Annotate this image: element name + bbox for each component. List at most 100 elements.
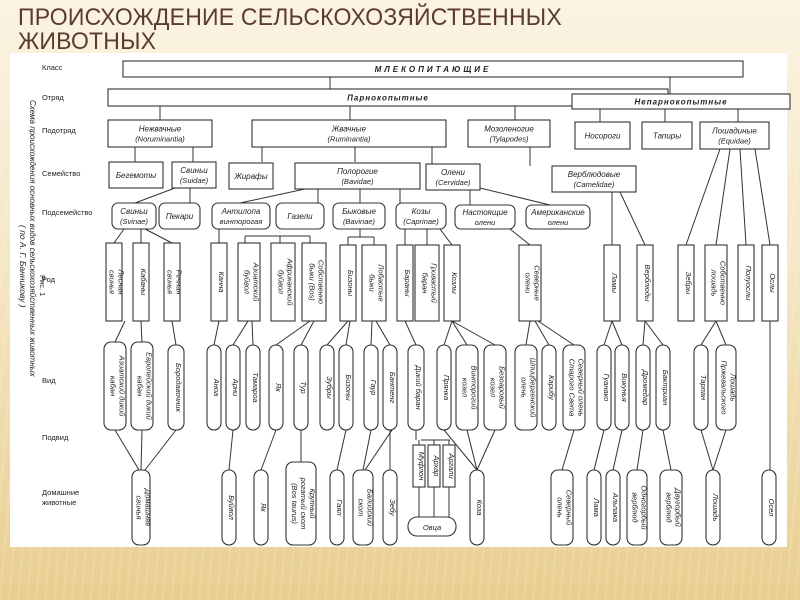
family-camelidae xyxy=(551,165,637,193)
suborder-ruminantia xyxy=(251,119,447,148)
connector-line xyxy=(525,320,531,346)
subfamily-truedeer xyxy=(454,204,516,230)
family-cervidae-latin: (Cervidae) xyxy=(435,178,471,187)
domestic-box-label: Гаял xyxy=(335,499,344,516)
connector-line xyxy=(260,429,277,471)
connector-line xyxy=(636,429,644,471)
connector-line xyxy=(439,228,453,246)
domestic-box-label: верблюд xyxy=(631,492,640,522)
subfamily-peccary xyxy=(158,202,201,230)
domestic-box-label: верблюд xyxy=(665,492,674,522)
species-box-label: Пржевальского xyxy=(720,360,729,414)
family-bovidae-label: Полорогие xyxy=(337,167,378,176)
family-cervidae xyxy=(425,163,481,191)
class-box-label: МЛЕКОПИТАЮЩИЕ xyxy=(375,65,492,74)
species-box-label: кабан xyxy=(136,376,145,396)
species-box-label: Викунья xyxy=(620,373,629,402)
species-box-label: Дикий баран xyxy=(414,364,423,409)
domestic-box-label: Одногорбый xyxy=(640,485,649,530)
connector-line xyxy=(466,429,478,471)
species-box-label: козел xyxy=(489,378,498,398)
order-perissodactyla-label: Непарнокопытные xyxy=(634,98,727,107)
species-box-label: Зубры xyxy=(325,376,334,399)
suborder-tapir-label: Тапиры xyxy=(653,132,681,141)
suborder-rhino-label: Носороги xyxy=(585,132,622,141)
suborder-tapir xyxy=(641,121,693,150)
connector-line xyxy=(662,429,672,471)
genus-box-label: Ламы xyxy=(610,272,619,293)
species-box-label: Тамароа xyxy=(251,372,260,402)
connector-line xyxy=(114,320,126,343)
domestic-box-label: рогатый скот xyxy=(299,477,308,530)
domestic-box-label: Балийский xyxy=(366,489,375,527)
title-line-2: ЖИВОТНЫХ xyxy=(18,26,157,55)
species-box-label: Европейский дикий xyxy=(145,352,154,420)
connector-line xyxy=(370,320,373,346)
species-box-label: Карибу xyxy=(547,375,556,401)
species-box-label: Тур xyxy=(299,381,308,393)
genus-box xyxy=(301,242,327,322)
species-box-label: кабан xyxy=(109,376,118,396)
species-box-label: Шпицбергенский xyxy=(529,358,538,418)
connector-line xyxy=(700,320,717,346)
connector-line xyxy=(140,320,143,343)
family-bovidae-latin: (Bavidae) xyxy=(341,177,374,186)
subfamily-peccary-label: Пекари xyxy=(166,212,194,221)
species-box-label: олень xyxy=(520,377,529,398)
genus-box-label: Зебры xyxy=(684,272,693,295)
domestic-box-label: Буйвол xyxy=(227,495,236,520)
genus-box-label: буйвол xyxy=(243,270,252,295)
family-suidae-latin: (Suidae) xyxy=(180,176,209,185)
domestic-box-label: Крупный xyxy=(308,488,317,519)
species-box-label: Лошадь xyxy=(729,373,738,402)
rank-label: Вид xyxy=(42,376,56,385)
connector-line xyxy=(534,320,550,346)
suborder-nonruminantia-label: Нежвачные xyxy=(139,125,182,134)
rank-label: Подотряд xyxy=(42,126,76,135)
genus-box-label: свинья xyxy=(166,270,175,294)
subfamily-amerdeer-label: Американские xyxy=(530,208,585,217)
connector-line xyxy=(712,429,727,471)
connector-line xyxy=(228,429,234,471)
suborder-nonruminantia-latin: (Noruminantia) xyxy=(135,135,185,144)
species-box-label: козел xyxy=(461,378,470,398)
species-box-label: Северный олень xyxy=(577,358,586,416)
family-suidae-label: Свиньи xyxy=(180,166,208,175)
genus-box-label: Кабаны xyxy=(139,269,148,296)
genus-box xyxy=(270,242,296,322)
subspecies-box-label: Архар xyxy=(432,455,441,477)
caption-line-2: ( по А. Г. Банникову ) xyxy=(18,225,28,308)
subfamily-amerdeer xyxy=(525,204,591,230)
species-box-label: Гуанако xyxy=(602,374,611,402)
suborder-equidae xyxy=(699,121,770,150)
family-giraffe-label: Жирафы xyxy=(233,172,267,181)
species-box-label: Бизоны xyxy=(344,374,353,401)
connector-line xyxy=(451,320,496,346)
suborder-equidae-label: Лошадиные xyxy=(711,127,757,136)
domestic-box xyxy=(761,469,777,546)
connector-line xyxy=(213,320,220,346)
genus-box-label: Собственно xyxy=(719,261,728,305)
genus-box-label: Азиатский xyxy=(252,262,261,302)
subfamily-truedeer-latin: олени xyxy=(475,218,497,227)
connector-line xyxy=(561,429,575,471)
genus-box-label: Бараны xyxy=(403,269,412,297)
connector-line xyxy=(476,429,496,471)
genus-box-label: Полуослы xyxy=(744,265,753,300)
genus-box-label: Канна xyxy=(217,271,226,292)
domestic-box-label: Як xyxy=(259,502,268,512)
species-box-label: Старого Света xyxy=(568,359,577,417)
rank-label: Подсемейство xyxy=(42,208,92,217)
genus-box-label: лошадь xyxy=(710,269,719,297)
species-box-label: Дромедар xyxy=(641,369,650,405)
species-box-label: Арни xyxy=(231,378,240,397)
connector-line xyxy=(715,148,731,246)
domestic-box-label: олень xyxy=(556,497,565,518)
subfamily-gazelle xyxy=(275,202,325,230)
title-line-1: ПРОИСХОЖДЕНИЕ СЕЛЬСКОХОЗЯЙСТВЕННЫХ xyxy=(18,2,562,31)
connector-line xyxy=(336,429,347,471)
rank-label: Домашние xyxy=(42,488,79,497)
species-box-label: Гаур xyxy=(369,380,378,396)
suborder-tylopoda-latin: (Tylapodes) xyxy=(489,135,529,144)
domestic-box-label: Двугорбый xyxy=(674,487,683,527)
